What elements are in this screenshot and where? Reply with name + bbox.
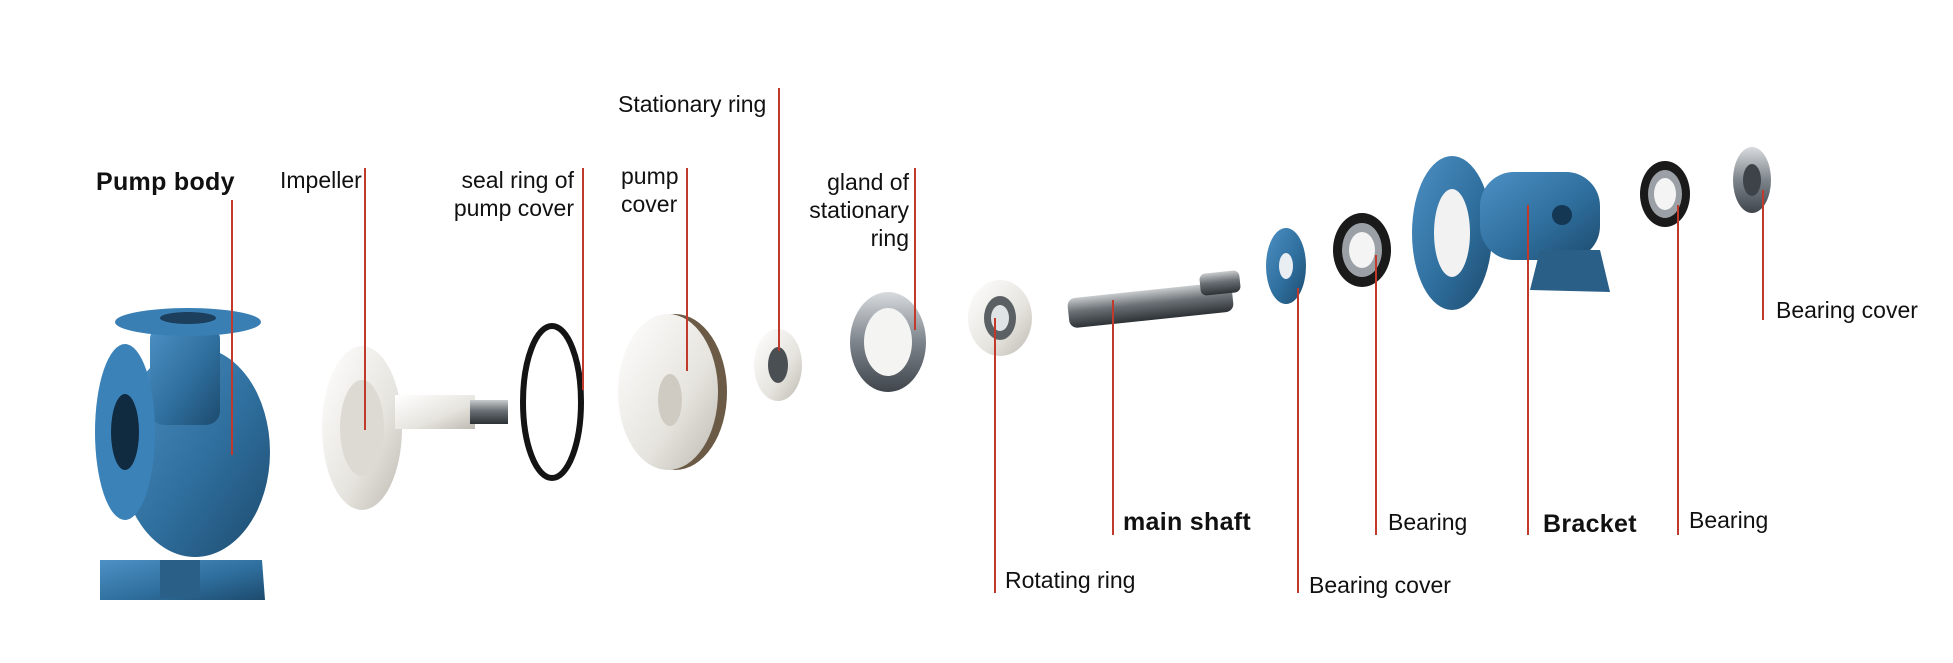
label-bearing-rear: Bearing (1689, 507, 1769, 533)
leader-bracket (1527, 205, 1529, 535)
bearing-front-part (1333, 213, 1391, 287)
main-shaft-part (1067, 270, 1241, 328)
leader-main-shaft (1112, 300, 1114, 535)
leader-bearing-cover-rear (1762, 190, 1764, 320)
label-stationary-ring: Stationary ring (618, 91, 767, 117)
label-bearing-cover-front: Bearing cover (1309, 572, 1451, 598)
label-bearing-cover-rear: Bearing cover (1776, 297, 1918, 323)
leader-gland (914, 168, 916, 330)
label-gland-of-stationary-ring: gland of stationary ring (809, 169, 909, 251)
bearing-rear-part (1640, 161, 1690, 227)
label-seal-ring-of-pump-cover: seal ring of pump cover (453, 167, 574, 221)
label-pump-body: Pump body (96, 168, 235, 196)
label-pump-cover: pump cover (621, 163, 679, 217)
bracket-part (1412, 156, 1610, 310)
leader-bearing-cover-front (1297, 288, 1299, 593)
impeller-part (322, 346, 508, 510)
leader-bearing-rear (1677, 205, 1679, 535)
leader-impeller (364, 168, 366, 430)
leader-pump-body (231, 200, 233, 455)
label-rotating-ring: Rotating ring (1005, 567, 1136, 593)
label-impeller: Impeller (280, 167, 362, 193)
leader-pump-cover (686, 168, 688, 371)
pump-cover-part (618, 314, 727, 470)
leader-bearing-front (1375, 255, 1377, 535)
bearing-cover-front-part (1266, 228, 1306, 304)
rotating-ring-part (968, 280, 1032, 356)
stationary-ring-part (754, 329, 802, 401)
bearing-cover-rear-part (1733, 147, 1771, 213)
leader-rotating-ring (994, 318, 996, 593)
gland-part (850, 292, 926, 392)
leader-seal-ring (582, 168, 584, 390)
seal-ring-part (520, 323, 584, 481)
pump-body-part (95, 308, 270, 600)
leader-stationary-ring (778, 88, 780, 351)
label-main-shaft: main shaft (1123, 508, 1252, 536)
label-bracket: Bracket (1543, 510, 1637, 538)
label-bearing-front: Bearing (1388, 509, 1468, 535)
